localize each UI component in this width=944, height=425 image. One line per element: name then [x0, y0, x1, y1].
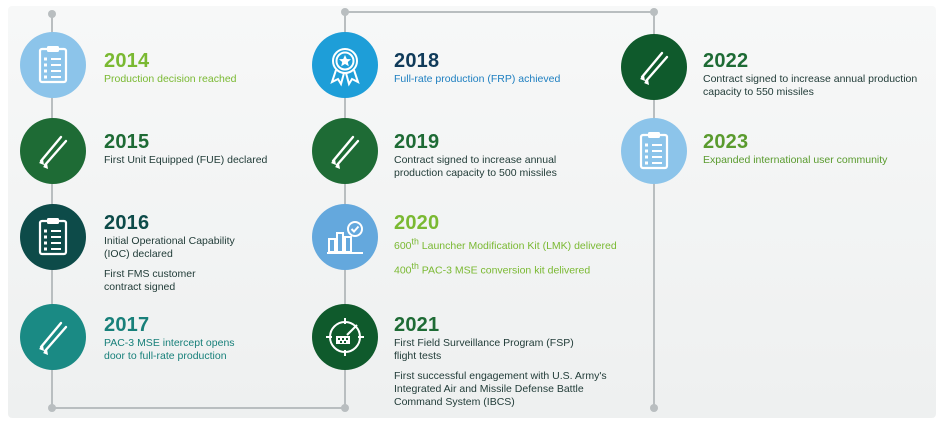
milestone-2023-badge	[621, 118, 687, 184]
milestone-2016-year: 2016	[104, 212, 150, 234]
milestone-2023-description: Expanded international user community	[703, 154, 933, 167]
milestone-2015-description: First Unit Equipped (FUE) declared	[104, 154, 304, 167]
milestone-2017-badge	[20, 304, 86, 370]
milestone-2016-badge	[20, 204, 86, 270]
milestone-2016-description: Initial Operational Capability (IOC) dec…	[104, 235, 304, 294]
milestone-2018-description: Full-rate production (FRP) achieved	[394, 73, 624, 86]
description-line: capacity to 550 missiles	[703, 86, 814, 98]
description-line: (IOC) declared	[104, 248, 173, 260]
milestone-2014-badge	[20, 32, 86, 98]
milestone-2019-description: Contract signed to increase annual produ…	[394, 154, 624, 180]
description-line: Production decision reached	[104, 73, 237, 85]
description-line: Full-rate production (FRP) achieved	[394, 73, 561, 85]
milestone-2015-badge	[20, 118, 86, 184]
milestone-2014-year: 2014	[104, 50, 150, 72]
milestone-2023-year: 2023	[703, 131, 749, 153]
description-line: door to full-rate production	[104, 350, 227, 362]
milestone-2019-badge	[312, 118, 378, 184]
missiles-icon	[331, 135, 360, 169]
milestone-2021-badge	[312, 304, 378, 370]
clipboard-icon	[639, 132, 669, 170]
milestone-2021-description: First Field Surveillance Program (FSP) f…	[394, 337, 634, 409]
milestone-2020-year: 2020	[394, 212, 440, 234]
description-line: Contract signed to increase annual	[394, 154, 557, 166]
description-line: Expanded international user community	[703, 154, 888, 166]
milestone-2020-badge	[312, 204, 378, 270]
description-line: flight tests	[394, 350, 442, 362]
milestone-2019-year: 2019	[394, 131, 440, 153]
description-line: PAC-3 MSE intercept opens	[104, 337, 235, 349]
milestone-2022-badge	[621, 34, 687, 100]
milestone-2015-year: 2015	[104, 131, 150, 153]
description-line: 600th Launcher Modification Kit (LMK) de…	[394, 236, 617, 252]
bar-chart-check-icon	[327, 221, 363, 254]
clipboard-icon	[38, 46, 68, 84]
description-line: First Unit Equipped (FUE) declared	[104, 154, 268, 166]
description-line: First Field Surveillance Program (FSP)	[394, 337, 574, 349]
milestone-2017-description: PAC-3 MSE intercept opens door to full-r…	[104, 337, 304, 363]
milestone-2014-description: Production decision reached	[104, 73, 304, 86]
milestone-2017-year: 2017	[104, 314, 150, 336]
milestone-2018-year: 2018	[394, 50, 440, 72]
milestone-2018-badge	[312, 32, 378, 98]
description-subnote: First FMS customer contract signed	[104, 268, 196, 293]
description-subnote: First successful engagement with U.S. Ar…	[394, 370, 607, 408]
missiles-icon	[640, 51, 669, 85]
description-line: Initial Operational Capability	[104, 235, 235, 247]
radar-target-icon	[326, 318, 364, 356]
background-panel	[8, 6, 936, 418]
milestone-2022-year: 2022	[703, 50, 749, 72]
milestone-2022-description: Contract signed to increase annual produ…	[703, 73, 933, 99]
description-line: Contract signed to increase annual produ…	[703, 73, 918, 85]
description-line: production capacity to 500 missiles	[394, 167, 557, 179]
clipboard-icon	[38, 218, 68, 256]
missiles-icon	[39, 135, 68, 169]
milestone-2021-year: 2021	[394, 314, 440, 336]
missiles-icon	[39, 321, 68, 355]
milestone-2020-description: 600th Launcher Modification Kit (LMK) de…	[394, 235, 634, 277]
description-subnote: 400th PAC-3 MSE conversion kit delivered	[394, 260, 591, 277]
award-ribbon-icon	[330, 48, 360, 87]
